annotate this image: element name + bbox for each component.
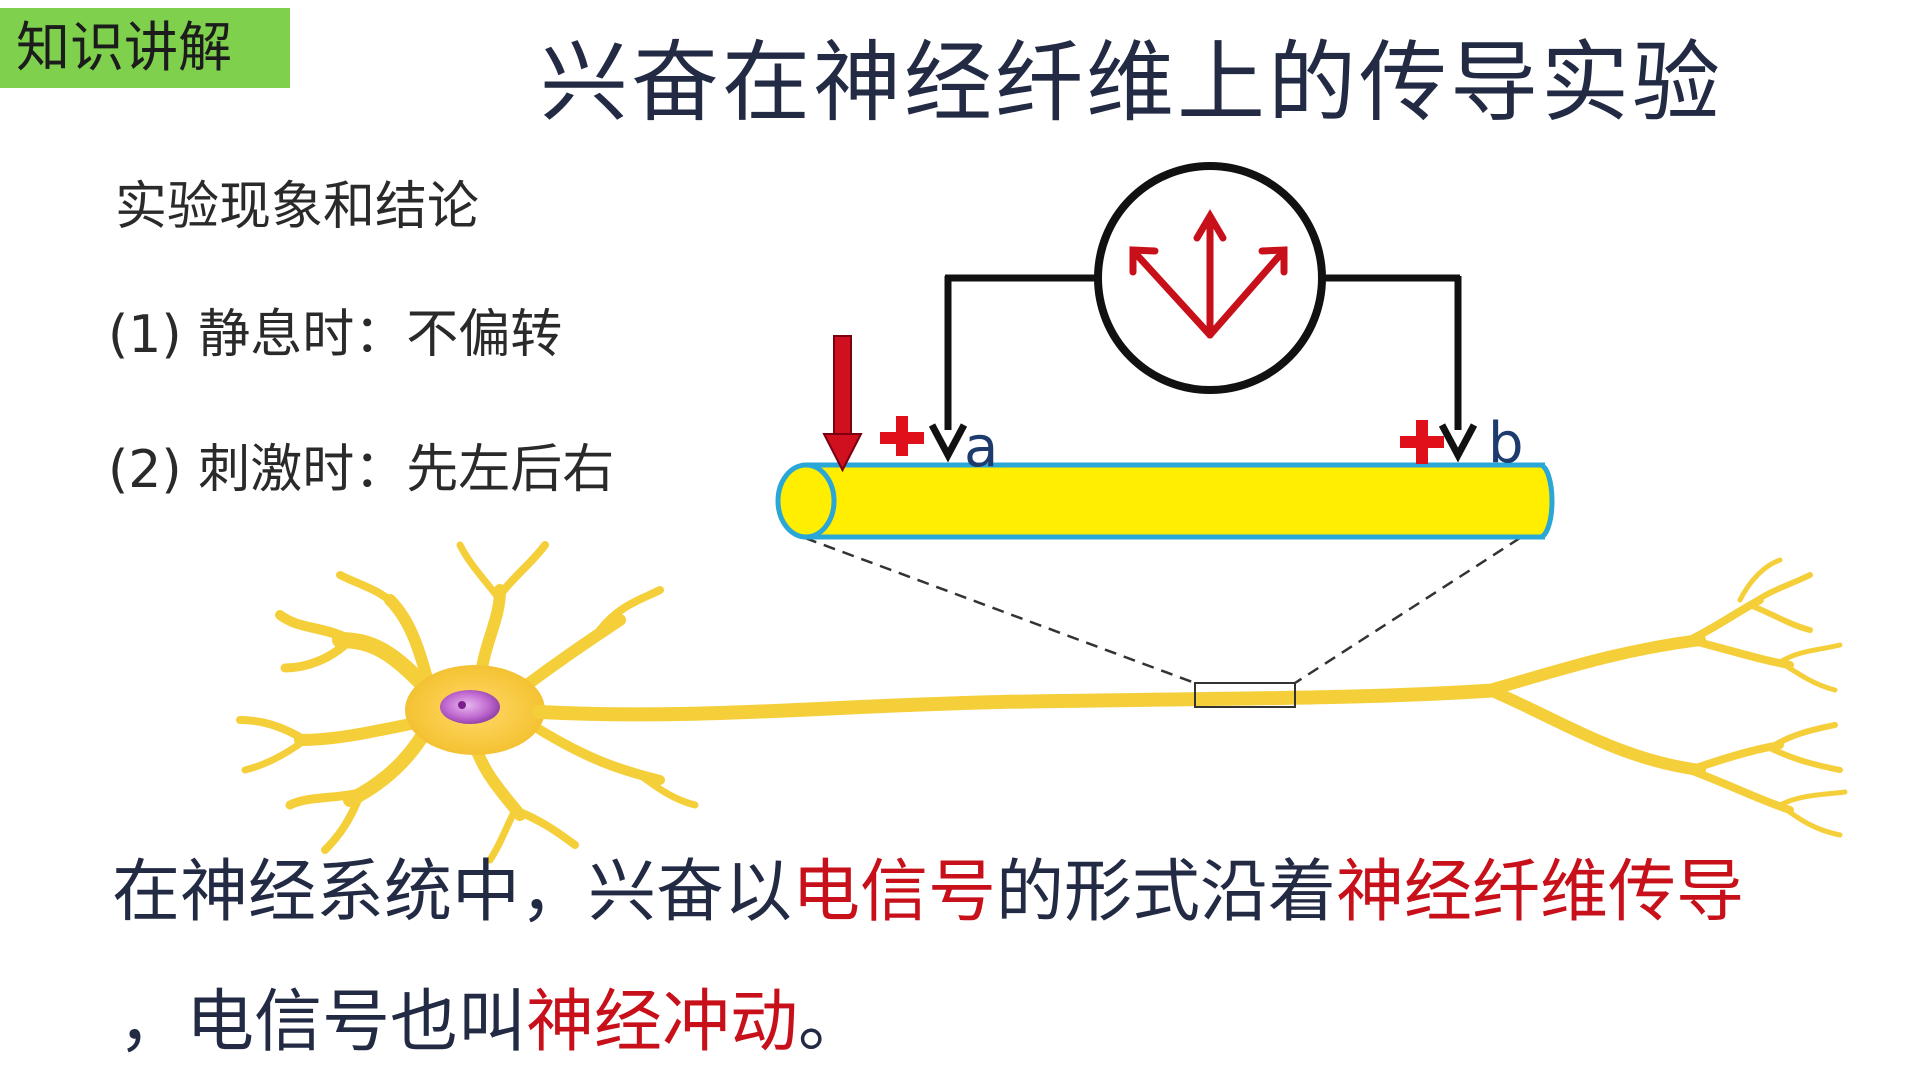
conclusion-text: 的形式沿着 [996, 853, 1337, 932]
page-title: 兴奋在神经纤维上的传导实验 [540, 31, 1724, 134]
conclusion-text: ，电信号也叫 [118, 983, 527, 1062]
section-tag: 知识讲解 [0, 8, 290, 88]
magnified-region-box [1194, 682, 1296, 708]
observation-stimulated: (2) 刺激时：先左后右 [108, 440, 615, 500]
zoom-line-right [1294, 536, 1521, 685]
stimulus-arrow-icon [822, 335, 863, 473]
galvanometer-icon [928, 162, 1478, 463]
electrode-label-a: a [964, 415, 999, 480]
plus-icon [880, 416, 924, 456]
plus-icon [1400, 420, 1444, 464]
electrode-label-b: b [1488, 411, 1524, 476]
highlight-text: 神经纤维传导 [1336, 853, 1745, 932]
observation-resting: (1) 静息时：不偏转 [108, 305, 563, 365]
conclusion-line-2: ，电信号也叫神经冲动。 [118, 978, 866, 1068]
conclusion-text: 。 [798, 983, 867, 1062]
highlight-text: 神经冲动 [526, 983, 799, 1062]
nerve-fiber-tube [775, 462, 1555, 540]
highlight-text: 电信号 [792, 853, 997, 932]
conclusion-line-1: 在神经系统中，兴奋以电信号的形式沿着神经纤维传导 [112, 848, 1744, 938]
neuron [236, 541, 1848, 864]
subheading: 实验现象和结论 [115, 177, 480, 237]
zoom-line-left [804, 536, 1196, 685]
conclusion-text: 在神经系统中，兴奋以 [112, 853, 793, 932]
